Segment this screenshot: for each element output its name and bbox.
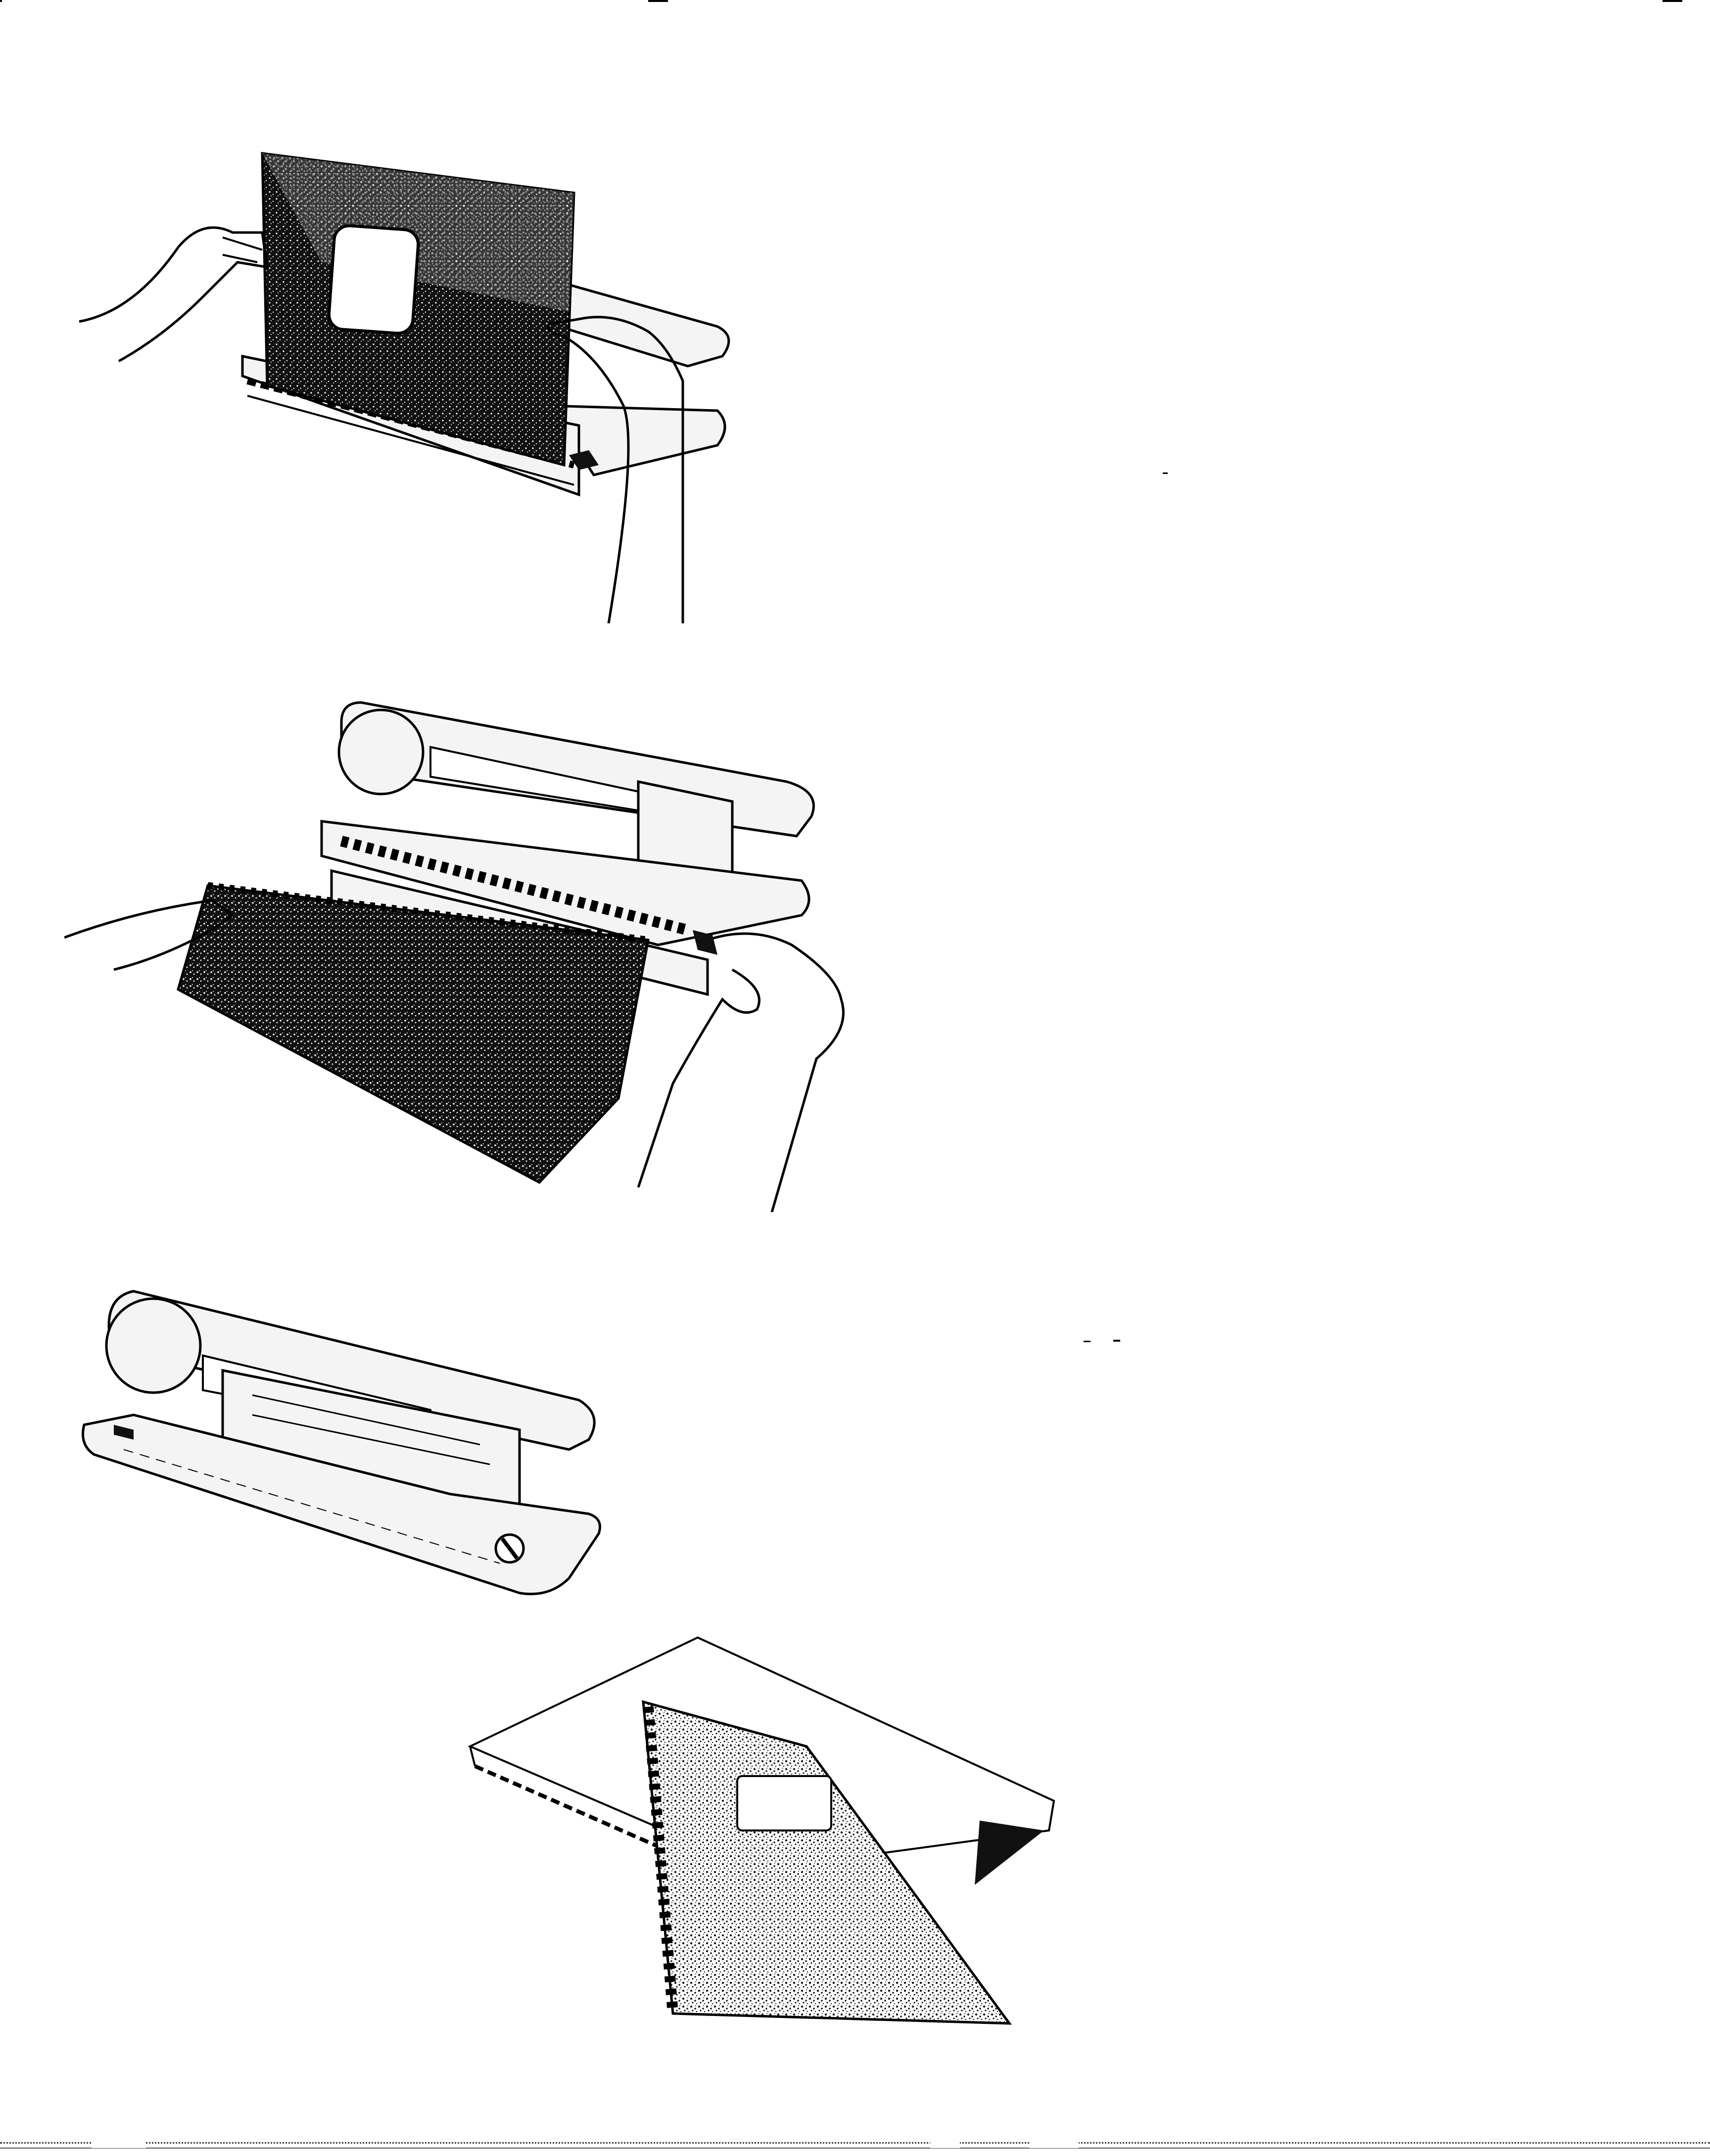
- binding-step-2-illustration: [64, 693, 856, 1212]
- binding-machine-illustration: [74, 1286, 618, 1623]
- binding-machine-figure: [74, 1286, 618, 1623]
- binding-step-2-figure: [64, 693, 856, 1212]
- footer-gap: [92, 2140, 146, 2148]
- binding-step-1-figure: [74, 148, 742, 623]
- stray-mark: [1084, 1341, 1091, 1342]
- footer-gap: [930, 2140, 960, 2148]
- footer-rule: [0, 2142, 1710, 2149]
- stray-mark: [1163, 472, 1168, 474]
- top-edge-mark: [1662, 0, 1682, 2]
- stray-mark: [1113, 1340, 1120, 1342]
- corner-mark: [0, 0, 2, 2]
- binding-step-1-illustration: [74, 148, 742, 623]
- bound-booklet-illustration: [460, 1633, 1069, 2028]
- footer-gap: [1029, 2140, 1079, 2148]
- top-edge-mark: [648, 0, 668, 2]
- bound-booklet-figure: [460, 1633, 1069, 2028]
